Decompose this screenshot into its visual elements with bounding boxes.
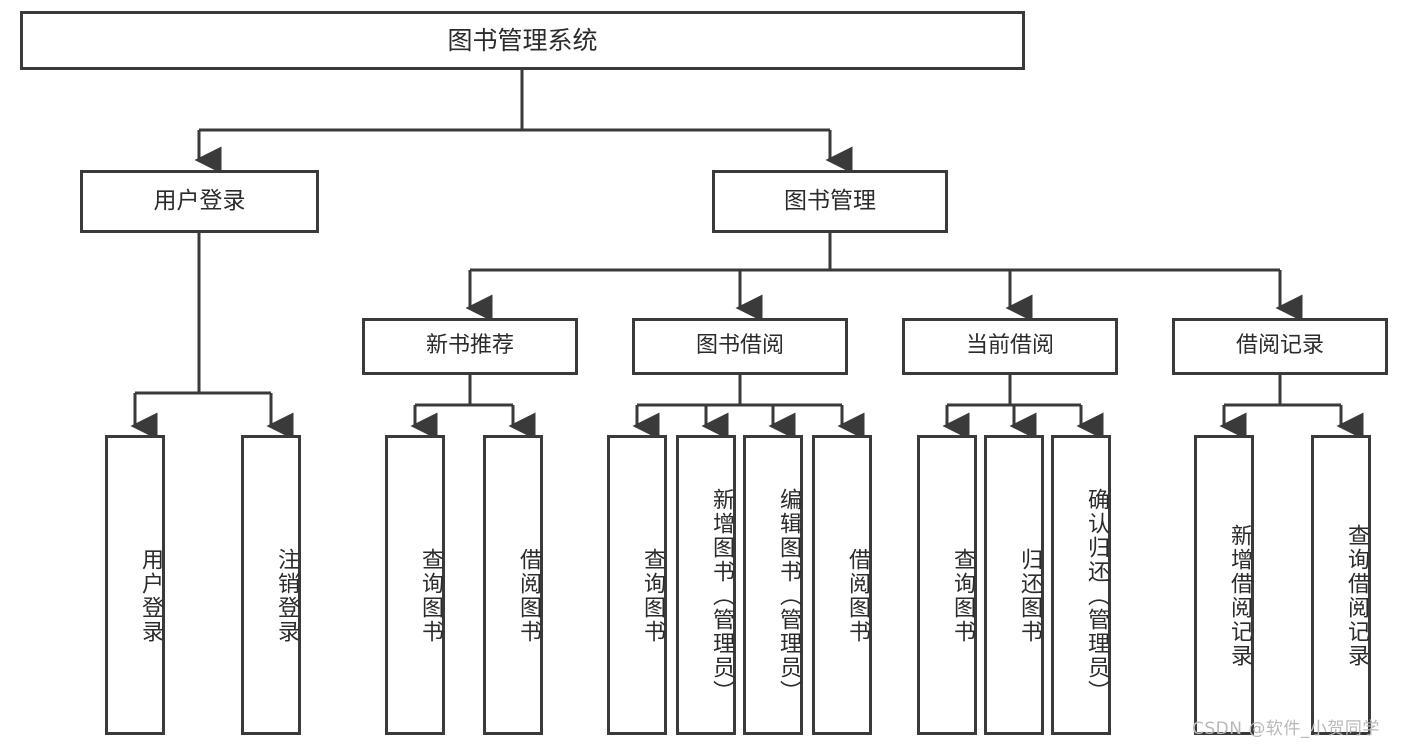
node-root[interactable]: 图书管理系统 [20,11,1025,70]
leaf-book-borrow-edit[interactable]: 编辑图书（管理员） [743,435,803,735]
node-new-book-recommend-label: 新书推荐 [425,333,514,359]
leaf-new-book-borrow[interactable]: 借阅图书 [483,435,543,735]
leaf-current-borrow-confirm[interactable]: 确认归还（管理员） [1051,435,1111,735]
leaf-user-login-logout[interactable]: 注销登录 [241,435,301,735]
leaf-book-borrow-borrow[interactable]: 借阅图书 [812,435,872,735]
node-current-borrow-label: 当前借阅 [965,333,1054,359]
leaf-label: 归还图书 [1017,548,1042,644]
node-book-borrow[interactable]: 图书借阅 [632,318,848,375]
leaf-label: 新增借阅记录 [1227,524,1252,668]
node-user-login[interactable]: 用户登录 [80,170,319,233]
leaf-label: 编辑图书（管理员） [776,488,801,704]
leaf-label: 确认归还（管理员） [1084,488,1109,704]
node-book-management-label: 图书管理 [784,187,876,214]
leaf-label: 查询图书 [640,548,665,644]
leaf-borrow-record-query[interactable]: 查询借阅记录 [1311,435,1371,735]
node-book-management[interactable]: 图书管理 [712,170,948,233]
leaf-current-borrow-query[interactable]: 查询图书 [917,435,977,735]
leaf-label: 查询图书 [950,548,975,644]
leaf-new-book-query[interactable]: 查询图书 [385,435,445,735]
leaf-user-login-login[interactable]: 用户登录 [105,435,165,735]
node-book-borrow-label: 图书借阅 [695,333,784,359]
leaf-label: 借阅图书 [845,548,870,644]
leaf-current-borrow-return[interactable]: 归还图书 [984,435,1044,735]
watermark: CSDN @软件_小贺同学 [1192,719,1380,739]
leaf-book-borrow-query[interactable]: 查询图书 [607,435,667,735]
leaf-label: 新增图书（管理员） [709,488,734,704]
leaf-label: 查询图书 [418,548,443,644]
node-new-book-recommend[interactable]: 新书推荐 [362,318,578,375]
leaf-label: 借阅图书 [516,548,541,644]
leaf-label: 查询借阅记录 [1344,524,1369,668]
leaf-borrow-record-add[interactable]: 新增借阅记录 [1194,435,1254,735]
node-borrow-record[interactable]: 借阅记录 [1172,318,1388,375]
node-user-login-label: 用户登录 [153,187,246,214]
node-root-label: 图书管理系统 [447,25,598,55]
node-borrow-record-label: 借阅记录 [1235,333,1324,359]
leaf-label: 注销登录 [274,548,299,644]
leaf-label: 用户登录 [138,548,163,644]
leaf-book-borrow-add[interactable]: 新增图书（管理员） [676,435,736,735]
node-current-borrow[interactable]: 当前借阅 [902,318,1118,375]
